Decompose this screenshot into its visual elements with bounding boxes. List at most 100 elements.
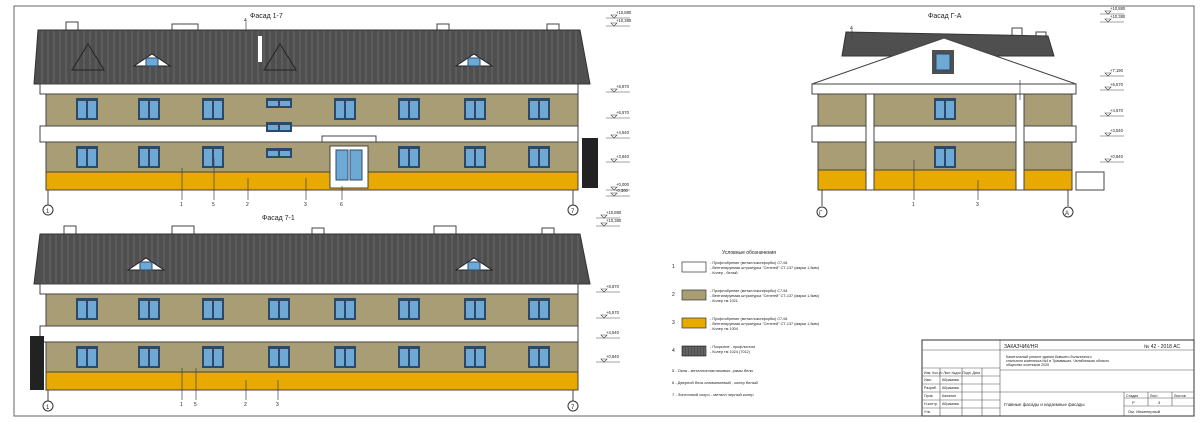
gable-window <box>935 53 951 71</box>
belt <box>39 325 579 343</box>
axis-label: Г <box>819 211 823 217</box>
exterior-stair <box>30 336 44 390</box>
wall-khaki <box>45 293 579 327</box>
stamp-project-line: общество охотников 2020 <box>1006 363 1049 367</box>
pilaster <box>865 93 875 191</box>
dormer-window <box>145 57 159 67</box>
level-mark: +0,000 <box>616 182 630 187</box>
level-mark: +6,570 <box>606 310 620 315</box>
legend-item-text: - Вентилируемая штукатурка "Сенегей" СТ-… <box>710 322 820 326</box>
roof-triangle <box>71 43 105 71</box>
legend-swatch <box>681 289 707 301</box>
level-mark: +3,540 <box>1110 128 1124 133</box>
stamp-stage: Р <box>1132 400 1135 405</box>
callout: 3 <box>976 202 979 208</box>
callout: 2 <box>246 202 249 208</box>
level-mark: +0,840 <box>606 354 620 359</box>
legend-item-text: - Профлобрение (металлоконфорбы) С7-54 <box>710 289 788 293</box>
windows-row <box>76 98 550 168</box>
callout: 4 <box>850 26 853 32</box>
callout: 1 <box>180 202 183 208</box>
wall-khaki <box>45 141 579 173</box>
eave-band <box>811 83 1077 95</box>
legend-item-text: - Вентилируемая штукатурка "Сенегей" СТ-… <box>710 266 820 270</box>
callout: 1 <box>180 402 183 408</box>
plinth-yellow <box>817 169 1073 191</box>
wall-khaki <box>45 341 579 373</box>
legend-item-number: 3 <box>672 320 675 326</box>
plinth-yellow <box>45 171 579 191</box>
stamp-col: Лист <box>1150 394 1158 398</box>
callout: 3 <box>276 402 279 408</box>
legend: Условные обозначения 1 - Профлобрение (ме… <box>672 250 820 397</box>
pilaster <box>1015 93 1025 191</box>
legend-note: 7 - Зонтичный скоро - металл черный коле… <box>672 392 754 397</box>
axis-label: 7 <box>571 405 575 411</box>
windows-row <box>76 298 550 368</box>
level-mark: +4,540 <box>606 330 620 335</box>
level-marks: +10,880+10,380+8,870+6,570+4,540+0,840 <box>596 210 622 363</box>
axis-label: 1 <box>46 209 50 215</box>
stamp-project-line: Капитальный ремонт здания бывшего больни… <box>1006 355 1092 359</box>
axis-label: 7 <box>571 209 575 215</box>
facade-g-a-title: Фасад Г-А <box>928 13 962 20</box>
level-marks: +10,880+10,380+7,190+6,570+4,570+3,540+0… <box>1100 6 1126 163</box>
legend-item-text: - Покрытие - профлистом <box>710 345 755 349</box>
axis-bubble <box>42 400 54 412</box>
eave-band <box>39 283 579 295</box>
legend-item-number: 2 <box>672 292 675 298</box>
legend-swatch <box>681 261 707 273</box>
level-marks: +10,880+10,380+8,870+6,570+4,540+3,840-0… <box>606 10 632 197</box>
callout: 6 <box>340 202 343 208</box>
level-mark: +6,570 <box>616 110 630 115</box>
stamp-role: Разраб. <box>924 386 937 390</box>
level-mark: +10,380 <box>606 218 622 223</box>
legend-item-text: - Профлобрение (металлоконфорбы) С7-54 <box>710 261 788 265</box>
dormer-window <box>139 261 153 271</box>
facade-7-1-title: Фасад 7-1 <box>262 215 295 222</box>
stamp-name: Абрамова <box>942 386 959 390</box>
facade-1-7-title: Фасад 1-7 <box>250 13 283 20</box>
legend-item-number: 4 <box>672 348 675 354</box>
legend-item-text: - Профлобрение (металлоконфорбы) С7-54 <box>710 317 788 321</box>
vent-pipe <box>258 36 262 62</box>
dormer-window <box>467 57 481 67</box>
level-mark: +10,880 <box>606 210 622 215</box>
windows-row <box>934 98 956 168</box>
callout: 5 <box>194 402 197 408</box>
stamp-sheet: 3 <box>1158 400 1161 405</box>
stamp-org: ЗАКАЗЧИК/НЯ <box>1004 344 1038 350</box>
legend-title: Условные обозначения <box>722 250 776 256</box>
window <box>266 122 292 132</box>
stamp-frame <box>921 339 1195 417</box>
axis-bubble <box>42 204 54 216</box>
callout: 1 <box>912 202 915 208</box>
plinth-yellow <box>45 371 579 391</box>
level-mark: +10,880 <box>616 10 632 15</box>
callout: 5 <box>212 202 215 208</box>
stamp-code: № 42 - 2018 АС <box>1144 344 1180 350</box>
stamp-role: Изм. <box>924 378 932 382</box>
legend-item-text: - Колер тм 1024 (7012) <box>710 350 751 354</box>
wall-khaki <box>45 93 579 127</box>
stamp-sheet-title: Главные фасады и надземные фасады <box>1004 402 1085 407</box>
axis-bubble <box>567 204 579 216</box>
level-mark: +10,380 <box>1110 14 1126 19</box>
legend-item-number: 1 <box>672 264 675 270</box>
callout: 3 <box>304 202 307 208</box>
window <box>266 98 292 108</box>
level-mark: +3,840 <box>616 154 630 159</box>
legend-item-text: - Колер тм 1004 <box>710 327 738 331</box>
callout: 4 <box>244 18 247 24</box>
side-porch <box>1075 171 1105 191</box>
facade-1-7: Фасад 1-7 <box>33 10 632 216</box>
legend-item-text: - Колер - белый <box>710 271 738 275</box>
level-mark: +8,870 <box>616 84 630 89</box>
stamp-project-line: спального комплекса №4 в Трамвашах, Челя… <box>1006 359 1109 363</box>
eave-band <box>39 83 579 95</box>
stamp-role: Утв. <box>924 410 931 414</box>
legend-item-text: - Вентилируемая штукатурка "Сенегей" СТ-… <box>710 294 820 298</box>
roof <box>33 233 591 285</box>
axis-bubble <box>567 400 579 412</box>
callout: 2 <box>244 402 247 408</box>
